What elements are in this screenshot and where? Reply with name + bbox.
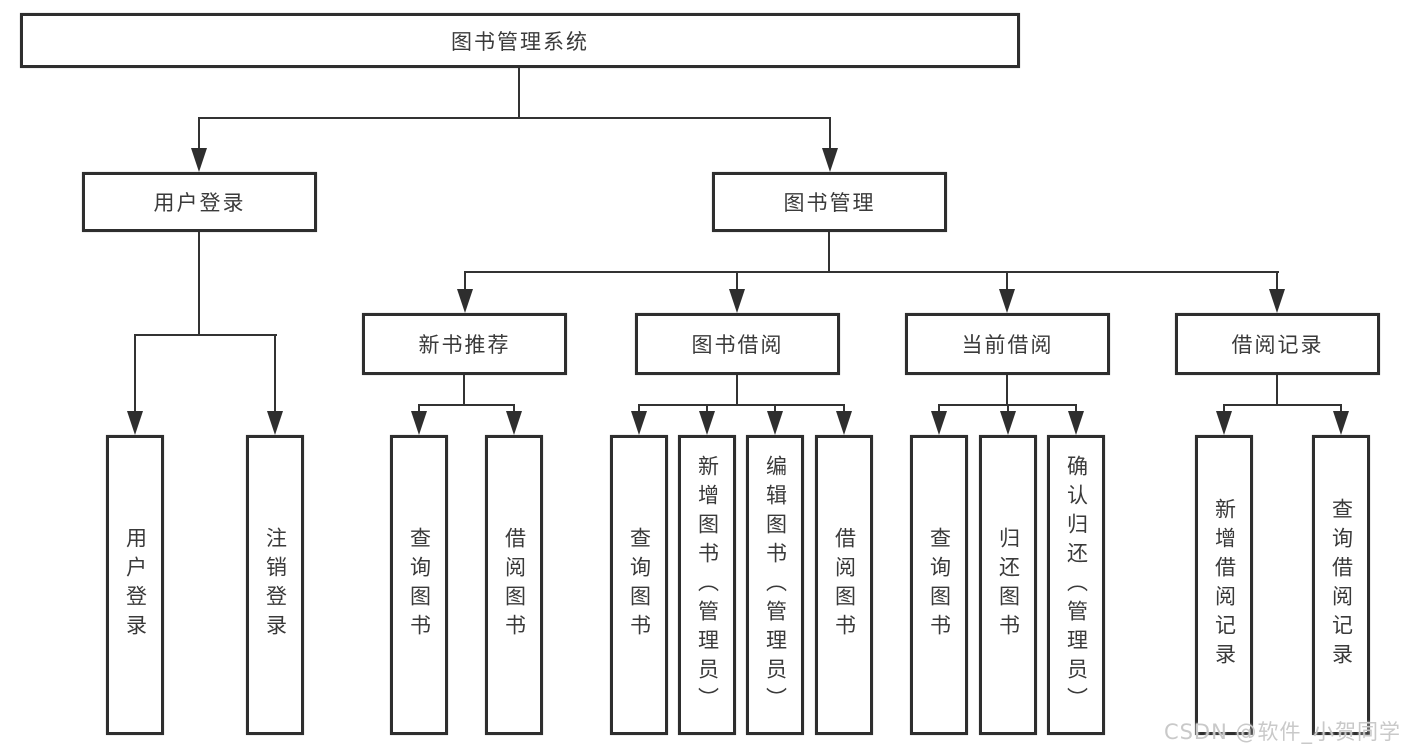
node-label: 用户登录	[153, 191, 246, 215]
leaf-return-book: 归还图书	[979, 435, 1037, 735]
arrow-down-icon	[729, 289, 745, 313]
node-label: 查询图书	[927, 527, 952, 643]
node-label: 借阅图书	[832, 527, 857, 643]
connector-line	[1223, 404, 1342, 406]
leaf-confirm-return-admin: 确认归还（管理员）	[1047, 435, 1105, 735]
connector-line	[1340, 404, 1342, 415]
arrow-down-icon	[767, 411, 783, 435]
connector-line	[418, 404, 515, 406]
arrow-down-icon	[1000, 411, 1016, 435]
connector-line	[1006, 375, 1008, 406]
leaf-query-borrow-record: 查询借阅记录	[1312, 435, 1370, 735]
connector-line	[638, 404, 845, 406]
connector-line	[1075, 404, 1077, 415]
connector-line	[843, 404, 845, 415]
node-label: 用户登录	[123, 527, 148, 643]
node-label: 新增图书（管理员）	[695, 454, 720, 716]
connector-line	[198, 117, 200, 152]
connector-line	[274, 334, 276, 414]
node-label: 借阅图书	[502, 527, 527, 643]
connector-line	[774, 404, 776, 415]
arrow-down-icon	[822, 148, 838, 172]
arrow-down-icon	[999, 289, 1015, 313]
arrow-down-icon	[1216, 411, 1232, 435]
arrow-down-icon	[931, 411, 947, 435]
leaf-borrow-books-recommend: 借阅图书	[485, 435, 543, 735]
node-label: 图书管理系统	[451, 29, 589, 54]
connector-line	[513, 404, 515, 415]
arrow-down-icon	[836, 411, 852, 435]
node-label: 确认归还（管理员）	[1064, 454, 1089, 716]
connector-line	[706, 404, 708, 415]
leaf-logout: 注销登录	[246, 435, 304, 735]
node-label: 查询图书	[407, 527, 432, 643]
leaf-query-books-borrowing: 查询图书	[610, 435, 668, 735]
connector-line	[134, 334, 136, 414]
arrow-down-icon	[127, 411, 143, 435]
connector-line	[1223, 404, 1225, 415]
node-library-management-system: 图书管理系统	[20, 13, 1020, 68]
node-book-management: 图书管理	[712, 172, 947, 232]
leaf-borrow-books: 借阅图书	[815, 435, 873, 735]
arrow-down-icon	[191, 148, 207, 172]
connector-line	[198, 117, 831, 119]
arrow-down-icon	[457, 289, 473, 313]
node-user-login: 用户登录	[82, 172, 317, 232]
leaf-query-books-current: 查询图书	[910, 435, 968, 735]
arrow-down-icon	[1333, 411, 1349, 435]
arrow-down-icon	[267, 411, 283, 435]
node-label: 当前借阅	[961, 333, 1054, 357]
arrow-down-icon	[1269, 289, 1285, 313]
connector-line	[938, 404, 940, 415]
connector-line	[1007, 404, 1009, 415]
connector-line	[464, 271, 466, 293]
connector-line	[828, 232, 830, 273]
node-current-borrowing: 当前借阅	[905, 313, 1110, 375]
node-label: 图书管理	[783, 191, 876, 215]
leaf-query-books-recommend: 查询图书	[390, 435, 448, 735]
connector-line	[463, 375, 465, 406]
connector-line	[1276, 375, 1278, 406]
node-label: 借阅记录	[1231, 333, 1324, 357]
connector-line	[1006, 271, 1008, 293]
node-label: 归还图书	[996, 527, 1021, 643]
leaf-add-borrow-record: 新增借阅记录	[1195, 435, 1253, 735]
connector-line	[736, 271, 738, 293]
node-borrow-records: 借阅记录	[1175, 313, 1380, 375]
arrow-down-icon	[506, 411, 522, 435]
leaf-edit-book-admin: 编辑图书（管理员）	[746, 435, 804, 735]
node-label: 图书借阅	[691, 333, 784, 357]
connector-line	[134, 334, 277, 336]
connector-line	[418, 404, 420, 415]
connector-line	[736, 375, 738, 406]
node-label: 查询图书	[627, 527, 652, 643]
connector-line	[638, 404, 640, 415]
arrow-down-icon	[411, 411, 427, 435]
connector-line	[829, 117, 831, 152]
arrow-down-icon	[1068, 411, 1084, 435]
connector-line	[198, 232, 200, 336]
connector-line	[518, 68, 520, 119]
arrow-down-icon	[631, 411, 647, 435]
node-label: 查询借阅记录	[1329, 498, 1354, 672]
leaf-user-login: 用户登录	[106, 435, 164, 735]
watermark: CSDN @软件_小贺同学	[1163, 720, 1401, 744]
node-label: 新书推荐	[418, 333, 511, 357]
node-label: 编辑图书（管理员）	[763, 454, 788, 716]
node-new-book-recommendation: 新书推荐	[362, 313, 567, 375]
connector-line	[464, 271, 1279, 273]
node-label: 新增借阅记录	[1212, 498, 1237, 672]
leaf-add-book-admin: 新增图书（管理员）	[678, 435, 736, 735]
node-label: 注销登录	[263, 527, 288, 643]
node-book-borrowing: 图书借阅	[635, 313, 840, 375]
connector-line	[1276, 271, 1278, 293]
arrow-down-icon	[699, 411, 715, 435]
